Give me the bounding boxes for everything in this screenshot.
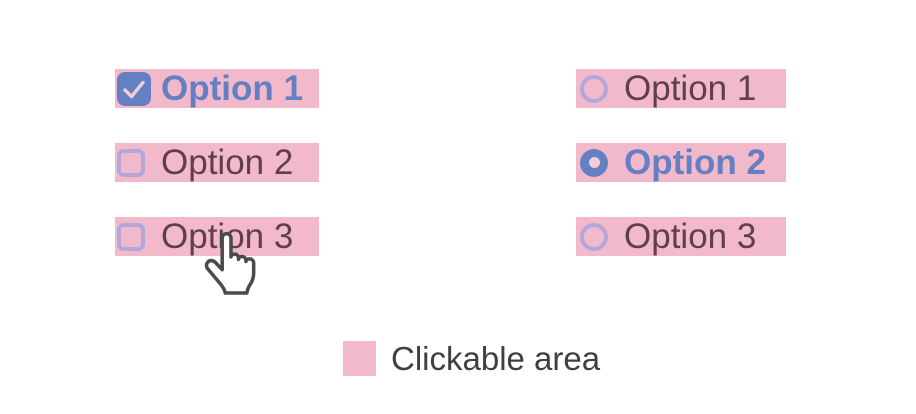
checkbox-checked-icon[interactable] <box>117 71 151 106</box>
radio-label: Option 1 <box>624 69 757 108</box>
radio-dot <box>588 157 600 168</box>
radio-label: Option 3 <box>624 217 757 256</box>
legend: Clickable area <box>343 341 600 376</box>
check-mark-icon <box>123 80 145 98</box>
radio-slot <box>580 72 614 106</box>
checkbox-unchecked-icon[interactable] <box>117 148 145 177</box>
radio-slot <box>580 220 614 254</box>
legend-swatch <box>343 341 376 376</box>
radio-row-option-3[interactable]: Option 3 <box>576 217 786 256</box>
radio-selected-icon[interactable] <box>580 148 608 177</box>
radio-row-option-1[interactable]: Option 1 <box>576 69 786 108</box>
radio-label: Option 2 <box>624 143 766 182</box>
checkbox-row-option-2[interactable]: Option 2 <box>115 143 319 182</box>
checkbox-slot <box>117 71 151 106</box>
checkbox-unchecked-icon[interactable] <box>117 222 145 251</box>
radio-row-option-2[interactable]: Option 2 <box>576 143 786 182</box>
radio-slot <box>580 146 614 180</box>
checkbox-row-option-3[interactable]: Option 3 <box>115 217 319 256</box>
checkbox-slot <box>117 220 151 254</box>
checkbox-label: Option 1 <box>161 69 303 108</box>
checkbox-label: Option 2 <box>161 143 294 182</box>
checkbox-slot <box>117 146 151 180</box>
legend-label: Clickable area <box>391 340 601 377</box>
checkbox-label: Option 3 <box>161 217 294 256</box>
checkbox-row-option-1[interactable]: Option 1 <box>115 69 319 108</box>
radio-unselected-icon[interactable] <box>580 74 608 103</box>
radio-unselected-icon[interactable] <box>580 222 608 251</box>
